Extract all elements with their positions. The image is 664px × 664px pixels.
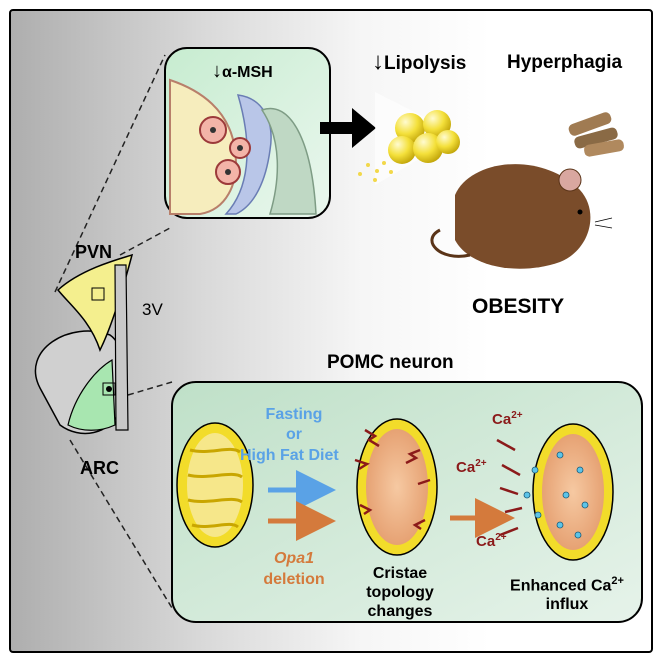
fasting-trigger-label: Fasting or (254, 405, 334, 445)
lipolysis-text: Lipolysis (384, 53, 467, 74)
third-ventricle (114, 264, 129, 431)
ca-sup: 2+ (475, 458, 487, 469)
opa1-gene-text: Opa1 (273, 550, 314, 567)
pomc-neuron-panel (171, 381, 643, 623)
influx-line-1: Enhanced Ca2+ (507, 572, 627, 595)
cristae-line-1: Cristae (372, 565, 428, 582)
opa1-deletion-label: Opa1 deletion (258, 548, 330, 590)
calcium-label-2: Ca2+ (456, 458, 487, 476)
hyperphagia-label: Hyperphagia (507, 52, 623, 73)
ca-text: Ca (492, 411, 512, 428)
deletion-text: deletion (263, 571, 325, 588)
third-ventricle-label: 3V (142, 300, 163, 319)
cristae-line-2: topology (366, 584, 434, 601)
high-fat-diet-text: High Fat Diet (240, 447, 339, 464)
synapse-panel (164, 47, 331, 219)
calcium-label-1: Ca2+ (492, 410, 523, 428)
influx-line-2: influx (545, 596, 589, 614)
pomc-neuron-title: POMC neuron (327, 352, 454, 373)
arc-region (67, 358, 116, 431)
fasting-text: Fasting (265, 406, 323, 423)
ca-sup: 2+ (511, 410, 523, 421)
cristae-caption: Cristae topology changes (360, 564, 440, 621)
mouse-illustration (430, 164, 613, 269)
down-arrow-icon: ↓ (372, 48, 384, 75)
down-arrow-icon: ↓ (212, 60, 222, 82)
ca-text: Ca (456, 459, 476, 476)
enhanced-ca-text: Enhanced Ca (510, 577, 612, 595)
food-pellets (528, 90, 624, 165)
ca-sup: 2+ (495, 532, 507, 543)
influx-caption: Enhanced Ca2+ influx (507, 572, 627, 614)
synapse-alpha-msh-label: ↓α-MSH (212, 60, 273, 83)
calcium-label-3: Ca2+ (476, 532, 507, 550)
arc-label: ARC (80, 458, 119, 478)
pvn-label: PVN (75, 242, 113, 262)
hypothalamus-section (34, 253, 134, 435)
ca-text: Ca (476, 533, 496, 550)
alpha-msh-text: α-MSH (222, 64, 273, 81)
postsynaptic-neuron (260, 107, 317, 215)
projection-lines (54, 54, 173, 609)
cristae-line-3: changes (367, 603, 433, 620)
effect-arrow (320, 108, 376, 148)
obesity-label: OBESITY (472, 295, 565, 318)
fat-cells (358, 92, 460, 185)
or-text: or (286, 426, 302, 443)
lipolysis-label: ↓Lipolysis (372, 48, 466, 76)
enhanced-ca-sup: 2+ (611, 575, 624, 587)
